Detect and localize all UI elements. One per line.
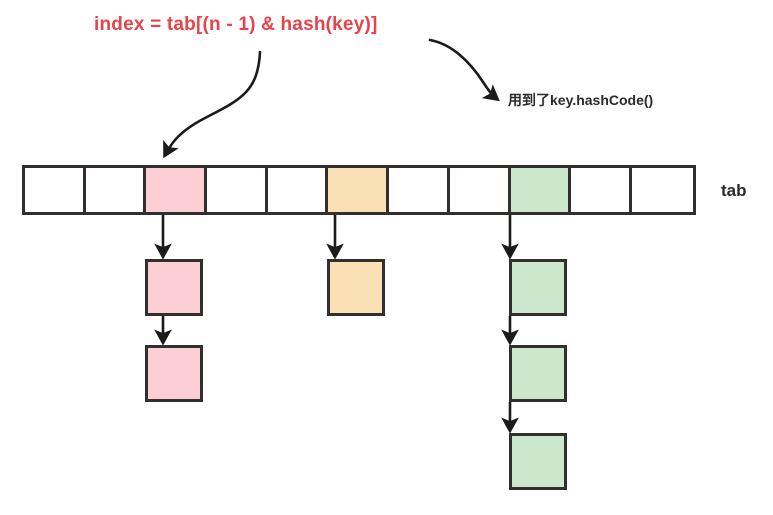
bucket-cell-8[interactable] <box>510 168 572 212</box>
chain-node-8-0[interactable] <box>508 259 567 316</box>
chain-node-2-1[interactable] <box>144 345 203 402</box>
chain-node-8-1[interactable] <box>508 345 567 402</box>
bucket-cell-9[interactable] <box>571 168 632 212</box>
bucket-cell-6[interactable] <box>389 168 450 212</box>
bucket-cell-2[interactable] <box>146 168 208 212</box>
chain-node-8-2[interactable] <box>508 433 567 490</box>
bucket-cell-4[interactable] <box>267 168 329 212</box>
index-formula-title: index = tab[(n - 1) & hash(key)] <box>94 14 378 35</box>
bucket-cell-0[interactable] <box>25 168 86 212</box>
bucket-cell-5[interactable] <box>328 168 390 212</box>
bucket-array <box>22 165 696 215</box>
arrow-formula-to-bucket <box>163 50 262 159</box>
array-label-tab: tab <box>721 181 747 200</box>
bucket-cell-1[interactable] <box>85 168 147 212</box>
bucket-cell-10[interactable] <box>631 168 693 212</box>
chain-node-2-0[interactable] <box>144 259 203 316</box>
arrow-formula-to-annotation <box>428 38 500 102</box>
hashcode-annotation: 用到了key.hashCode() <box>508 92 654 108</box>
bucket-cell-7[interactable] <box>449 168 511 212</box>
bucket-cell-3[interactable] <box>207 168 268 212</box>
chain-node-5-0[interactable] <box>326 259 385 316</box>
